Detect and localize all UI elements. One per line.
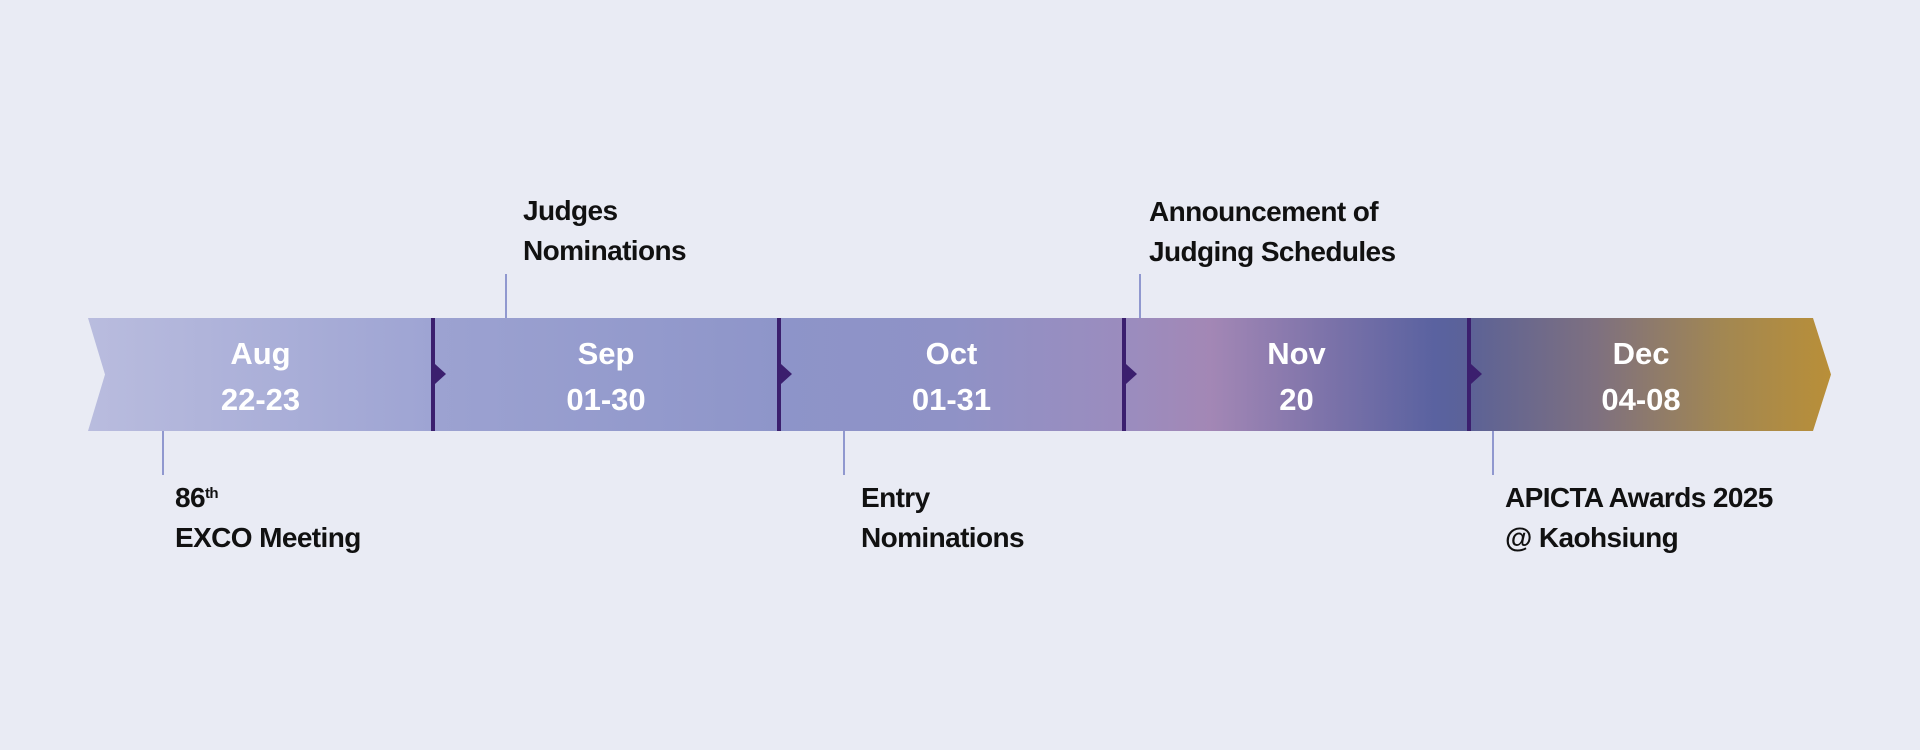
event-text: Entry: [861, 482, 930, 513]
segment-month: Oct: [925, 336, 978, 371]
event-judges-nominations: Judges Nominations: [523, 191, 687, 271]
event-entry-nominations: Entry Nominations: [861, 478, 1025, 558]
event-text: @ Kaohsiung: [1505, 522, 1679, 553]
segment-dec: Dec 04-08: [1469, 318, 1831, 431]
event-apicta-awards: APICTA Awards 2025 @ Kaohsiung: [1505, 478, 1773, 558]
segment-dates: 22-23: [220, 382, 301, 417]
event-text: Announcement of: [1149, 196, 1379, 227]
event-text: Nominations: [861, 522, 1025, 553]
segment-month: Aug: [230, 336, 291, 371]
event-number: 86: [175, 482, 206, 513]
segment-oct: Oct 01-31: [779, 318, 1124, 431]
event-text: EXCO Meeting: [175, 522, 361, 553]
event-text: Judging Schedules: [1149, 236, 1396, 267]
segment-dates: 01-31: [911, 382, 992, 417]
segment-dates: 04-08: [1601, 382, 1681, 417]
segment-nov: Nov 20: [1124, 318, 1469, 431]
event-exco-meeting: 86th EXCO Meeting: [175, 478, 361, 558]
event-text: Nominations: [523, 235, 687, 266]
event-text: APICTA Awards 2025: [1505, 482, 1773, 513]
timeline-bar: Aug 22-23 Sep 01-30 Oct 01-31 Nov 20 Dec…: [88, 318, 1831, 431]
connector-awards: [1492, 431, 1494, 475]
connector-entry: [843, 431, 845, 475]
segment-month: Sep: [577, 336, 635, 371]
event-text: Judges: [523, 195, 618, 226]
connector-announcement: [1139, 274, 1141, 318]
divider-arrow: [1122, 318, 1137, 431]
segment-sep: Sep 01-30: [433, 318, 779, 431]
event-announcement: Announcement of Judging Schedules: [1149, 192, 1396, 272]
connector-exco: [162, 431, 164, 475]
connector-judges: [505, 274, 507, 318]
divider-arrow: [1467, 318, 1482, 431]
divider-arrow: [777, 318, 792, 431]
segment-month: Dec: [1612, 336, 1670, 371]
segment-aug: Aug 22-23: [88, 318, 433, 431]
ordinal-suffix: th: [204, 485, 219, 502]
divider-arrow: [431, 318, 446, 431]
segment-month: Nov: [1267, 336, 1326, 371]
segment-dates: 01-30: [566, 382, 646, 417]
segment-dates: 20: [1279, 382, 1314, 417]
